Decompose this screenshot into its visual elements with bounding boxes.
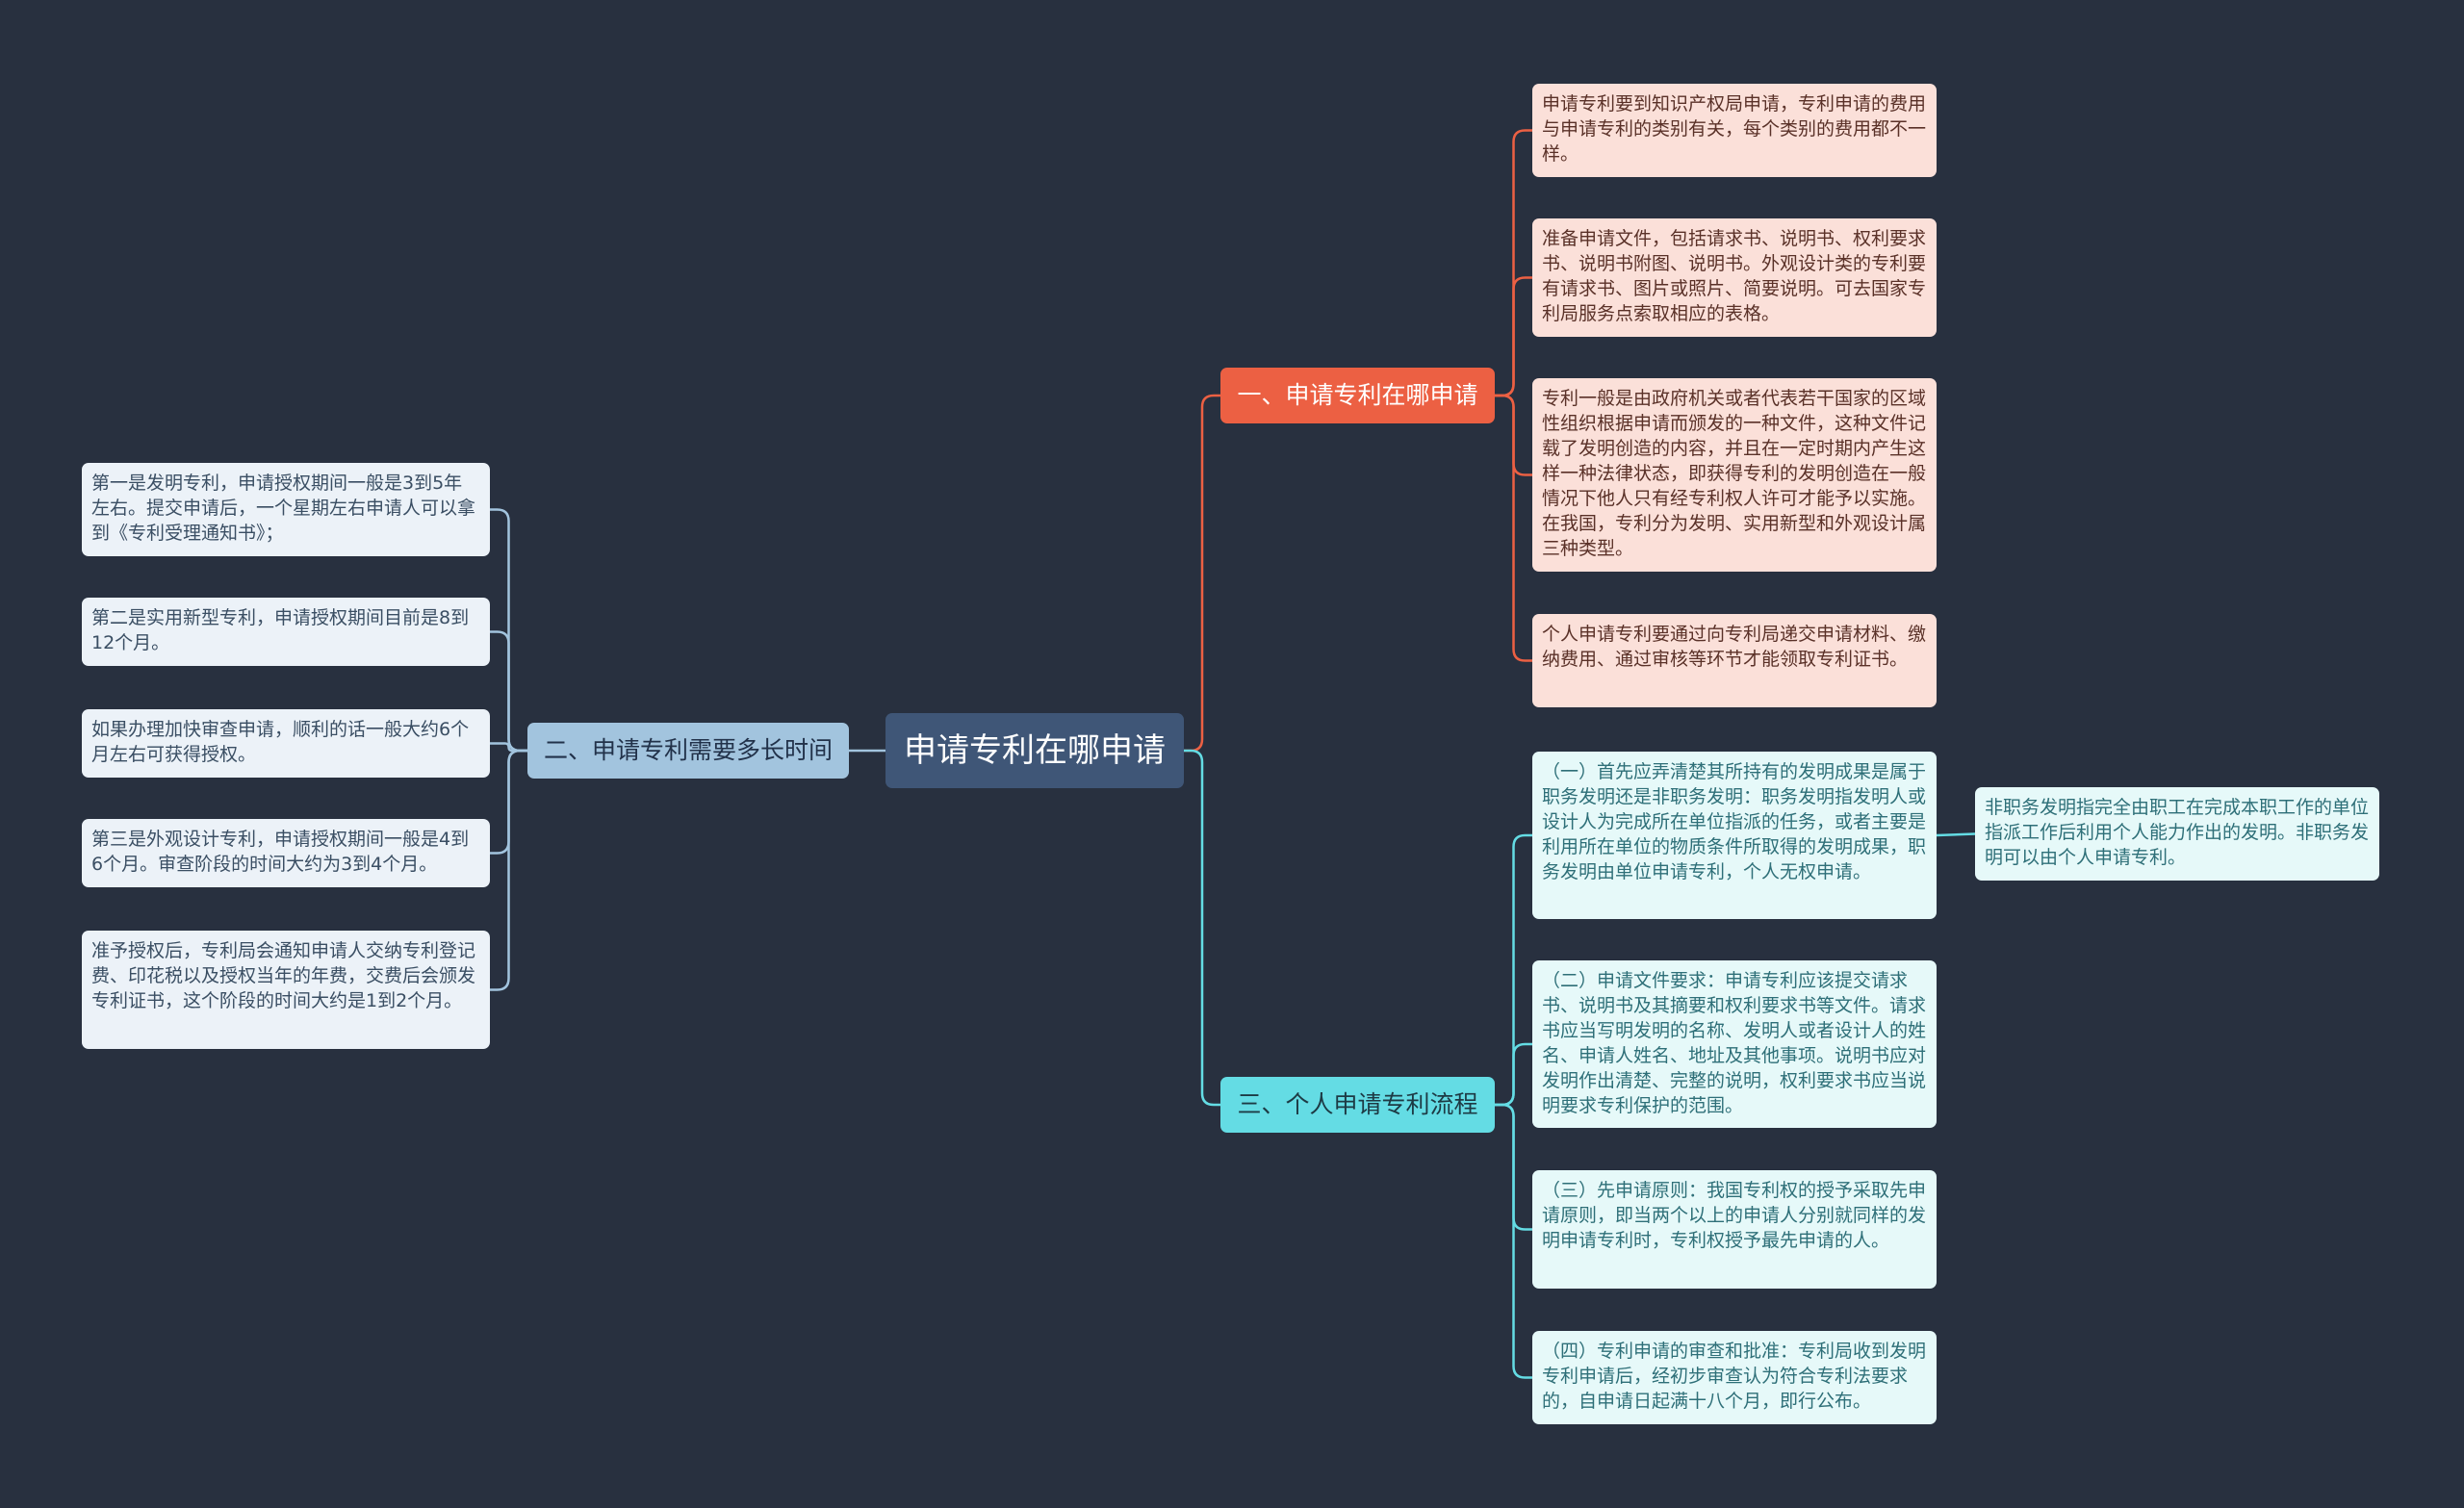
link-b2-2 [490, 742, 527, 753]
leaf-duration-3[interactable]: 如果办理加快审查申请，顺利的话一般大约6个月左右可获得授权。 [82, 709, 490, 778]
leaf-process-3[interactable]: （三）先申请原则：我国专利权的授予采取先申请原则，即当两个以上的申请人分别就同样… [1532, 1170, 1937, 1289]
leaf-where-3[interactable]: 专利一般是由政府机关或者代表若干国家的区域性组织根据申请而颁发的一种文件，这种文… [1532, 378, 1937, 572]
link-b3-1 [1495, 1042, 1532, 1107]
leaf-where-4[interactable]: 个人申请专利要通过向专利局递交申请材料、缴纳费用、通过审核等环节才能领取专利证书… [1532, 614, 1937, 707]
leaf-process-4[interactable]: （四）专利申请的审查和批准：专利局收到发明专利申请后，经初步审查认为符合专利法要… [1532, 1331, 1937, 1424]
link-root-b1 [1184, 394, 1220, 753]
link-b1-1 [1495, 276, 1532, 397]
leaf-duration-5[interactable]: 准予授权后，专利局会通知申请人交纳专利登记费、印花税以及授权当年的年费，交费后会… [82, 931, 490, 1049]
leaf-where-2[interactable]: 准备申请文件，包括请求书、说明书、权利要求书、说明书附图、说明书。外观设计类的专… [1532, 218, 1937, 337]
branch-where-to-apply[interactable]: 一、申请专利在哪申请 [1220, 368, 1495, 423]
link-b2-4 [490, 749, 527, 991]
leaf-process-1-detail[interactable]: 非职务发明指完全由职工在完成本职工作的单位指派工作后利用个人能力作出的发明。非职… [1975, 787, 2379, 881]
link-b3-3 [1495, 1103, 1532, 1379]
leaf-duration-2[interactable]: 第二是实用新型专利，申请授权期间目前是8到12个月。 [82, 598, 490, 666]
branch-application-process[interactable]: 三、个人申请专利流程 [1220, 1077, 1495, 1133]
leaf-process-2[interactable]: （二）申请文件要求：申请专利应该提交请求书、说明书及其摘要和权利要求书等文件。请… [1532, 960, 1937, 1128]
link-root-b3 [1184, 749, 1220, 1107]
root-node[interactable]: 申请专利在哪申请 [886, 713, 1184, 788]
leaf-duration-1[interactable]: 第一是发明专利，申请授权期间一般是3到5年左右。提交申请后，一个星期左右申请人可… [82, 463, 490, 556]
leaf-process-1[interactable]: （一）首先应弄清楚其所持有的发明成果是属于职务发明还是非职务发明：职务发明指发明… [1532, 752, 1937, 919]
link-b3-sub [1936, 832, 1976, 837]
link-b2-1 [490, 630, 527, 753]
branch-how-long[interactable]: 二、申请专利需要多长时间 [527, 723, 849, 779]
link-b1-3 [1495, 394, 1532, 662]
leaf-duration-4[interactable]: 第三是外观设计专利，申请授权期间一般是4到6个月。审查阶段的时间大约为3到4个月… [82, 819, 490, 887]
leaf-where-1[interactable]: 申请专利要到知识产权局申请，专利申请的费用与申请专利的类别有关，每个类别的费用都… [1532, 84, 1937, 177]
